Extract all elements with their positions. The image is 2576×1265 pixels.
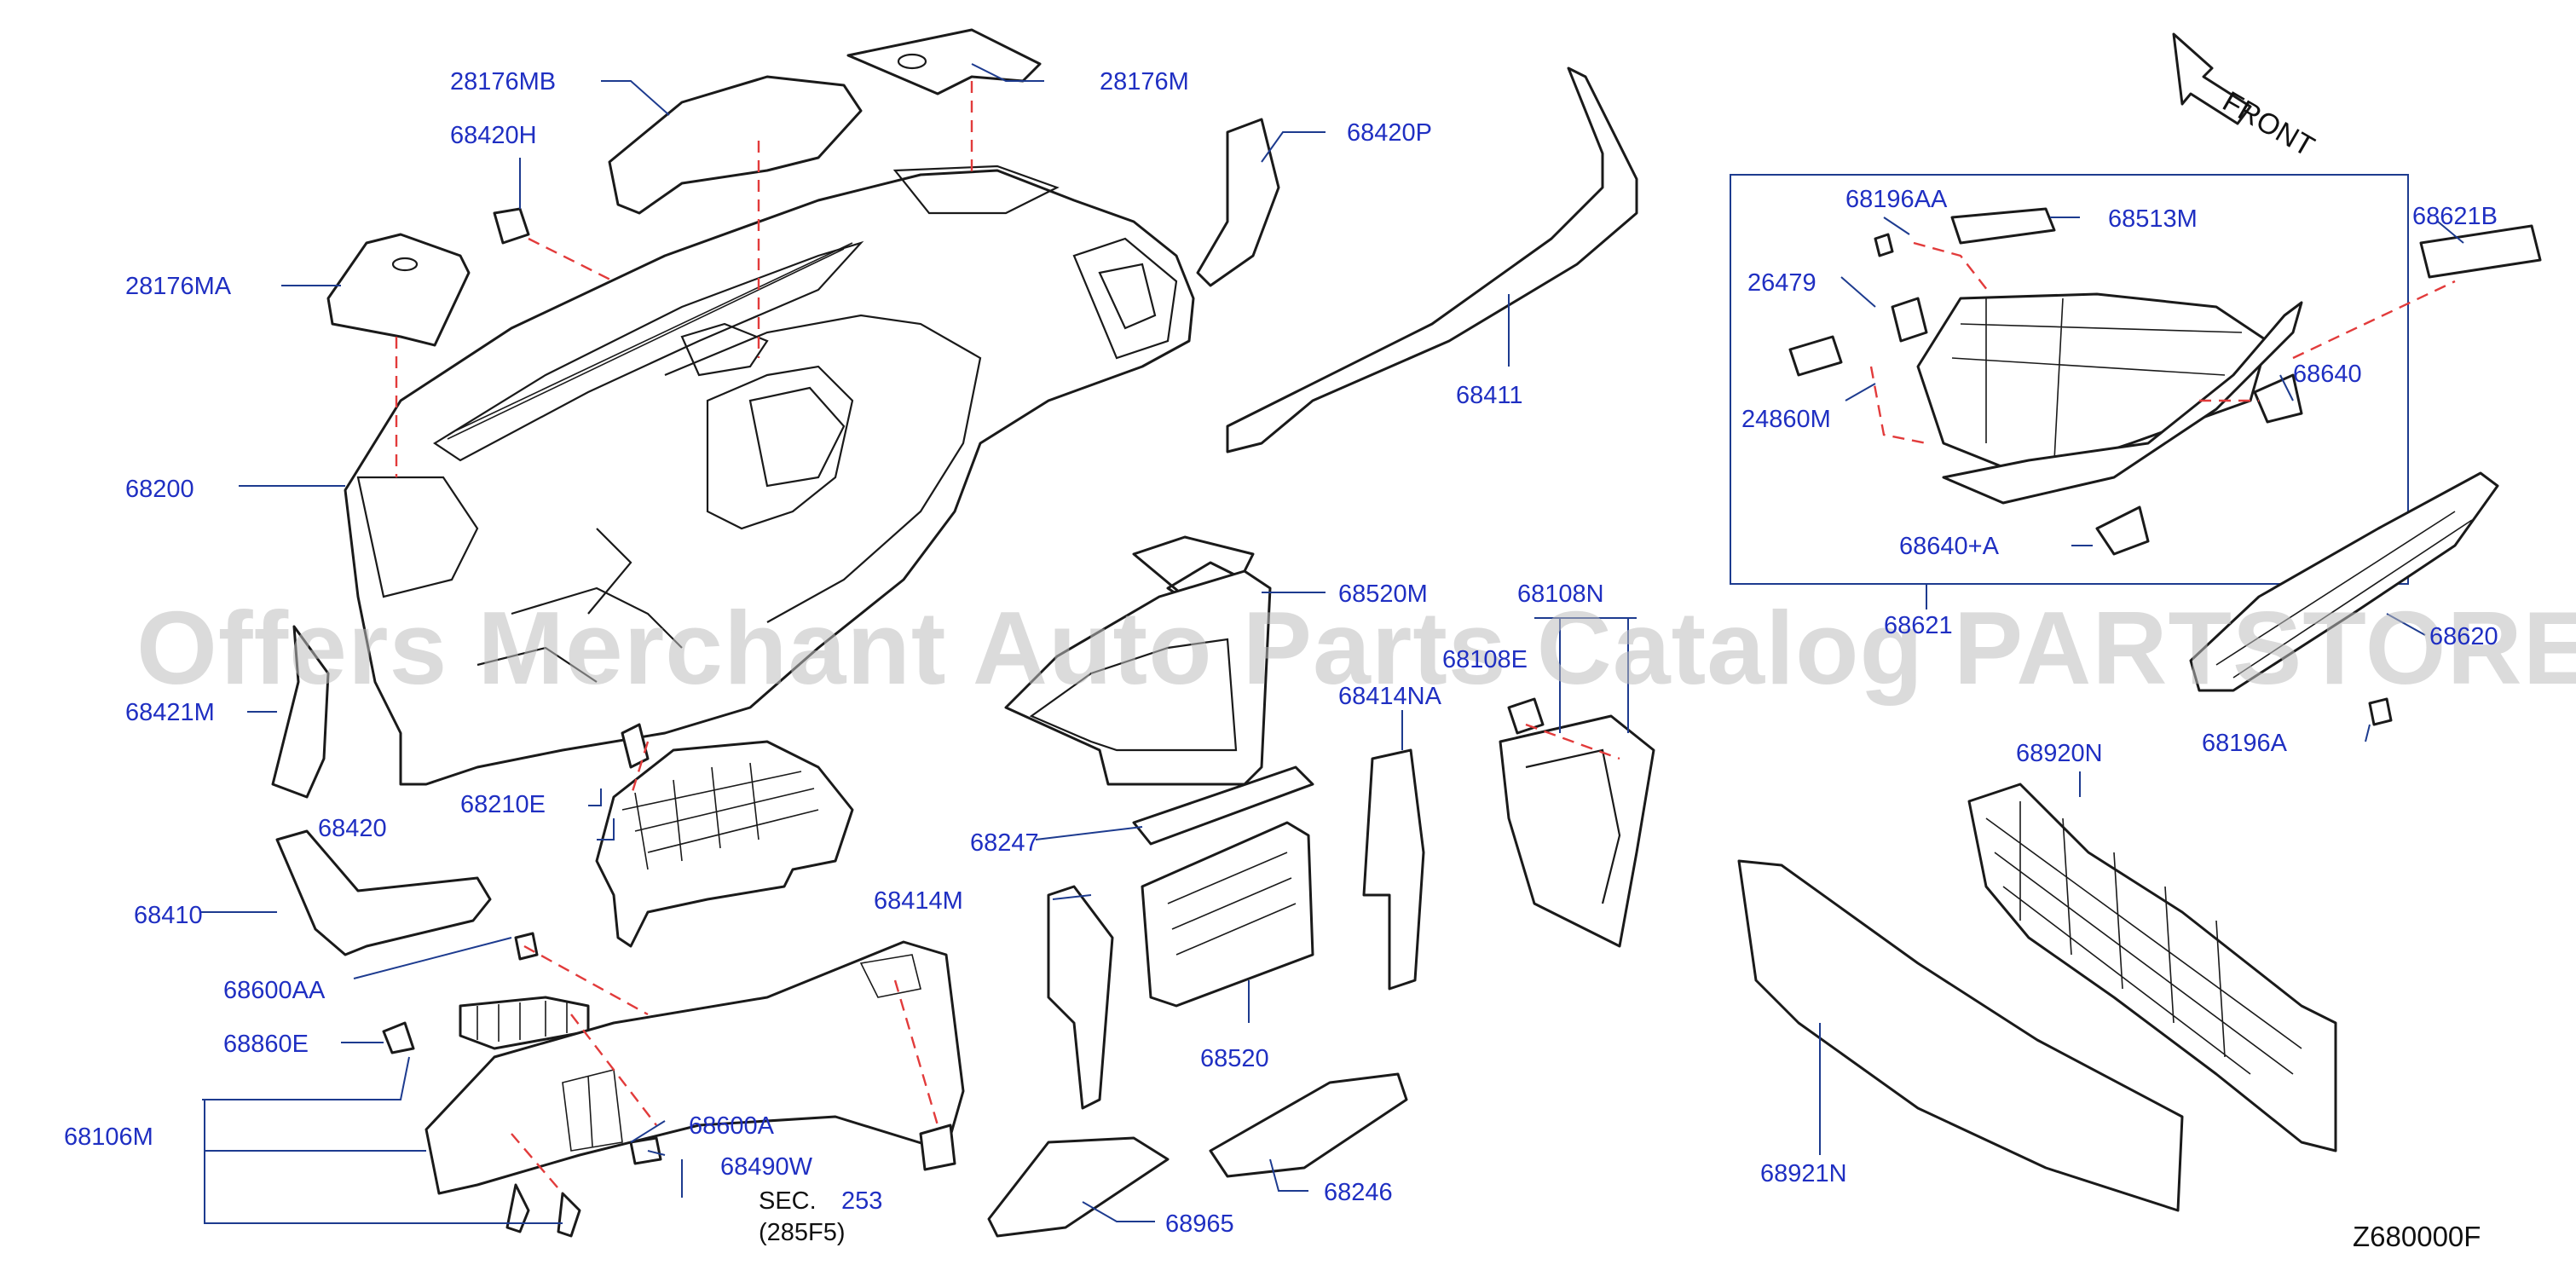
- leader-lines: [200, 63, 2464, 1224]
- part-label-68414NA[interactable]: 68414NA: [1338, 683, 1441, 710]
- part-label-68490W[interactable]: 68490W: [720, 1153, 813, 1181]
- top-covers-drawing: [326, 28, 1042, 347]
- part-label-68196AA[interactable]: 68196AA: [1845, 186, 1948, 213]
- part-label-68620[interactable]: 68620: [2429, 623, 2498, 650]
- part-label-68600A[interactable]: 68600A: [689, 1112, 774, 1140]
- right-mid-parts-drawing: [1499, 697, 1655, 948]
- part-label-68246[interactable]: 68246: [1324, 1179, 1393, 1206]
- front-arrow-icon: [2172, 32, 2252, 125]
- part-label-68513M[interactable]: 68513M: [2108, 205, 2198, 233]
- part-label-68600AA[interactable]: 68600AA: [223, 977, 326, 1004]
- part-label-68860E[interactable]: 68860E: [223, 1031, 309, 1058]
- part-label-68420[interactable]: 68420: [318, 815, 387, 842]
- part-label-68106M[interactable]: 68106M: [64, 1123, 153, 1151]
- glove-box-drawing: [1788, 207, 2542, 726]
- part-label-68640[interactable]: 68640: [2293, 361, 2362, 388]
- part-label-68196A[interactable]: 68196A: [2202, 730, 2287, 757]
- part-label-253[interactable]: 253: [841, 1187, 883, 1215]
- part-label-68108E[interactable]: 68108E: [1442, 646, 1528, 673]
- diagram-code: Z680000F: [2353, 1221, 2481, 1252]
- part-label-26479[interactable]: 26479: [1747, 269, 1816, 297]
- part-label-68640-plus-a[interactable]: 68640+A: [1899, 533, 1999, 560]
- part-label-68520M[interactable]: 68520M: [1338, 581, 1428, 608]
- part-label-68621[interactable]: 68621: [1884, 612, 1953, 639]
- watermark-text: Offers Merchant Auto Parts Catalog PARTS…: [136, 590, 2576, 706]
- part-label-28176M[interactable]: 28176M: [1100, 68, 1189, 95]
- instrument-panel-drawing: [344, 165, 1195, 786]
- lower-right-panels-drawing: [1737, 783, 2337, 1212]
- part-label-28176MB[interactable]: 28176MB: [450, 68, 557, 95]
- sec-ref-label: (285F5): [759, 1219, 846, 1246]
- part-label-68520[interactable]: 68520: [1200, 1045, 1269, 1072]
- part-label-68108N[interactable]: 68108N: [1517, 581, 1604, 608]
- part-label-68965[interactable]: 68965: [1165, 1210, 1234, 1238]
- left-parts-drawing: [271, 625, 965, 1238]
- part-label-68421M[interactable]: 68421M: [125, 699, 215, 726]
- part-label-68410[interactable]: 68410: [134, 902, 203, 929]
- center-parts-drawing: [987, 66, 1638, 1238]
- part-label-28176MA[interactable]: 28176MA: [125, 273, 232, 300]
- part-label-24860M[interactable]: 24860M: [1741, 406, 1831, 433]
- part-label-68200[interactable]: 68200: [125, 476, 194, 503]
- part-label-68247[interactable]: 68247: [970, 829, 1039, 857]
- part-label-68921N[interactable]: 68921N: [1760, 1160, 1847, 1187]
- glove-box-group-outline: [1730, 174, 2409, 585]
- assembly-lines: [395, 81, 2456, 1194]
- part-label-68420P[interactable]: 68420P: [1347, 119, 1432, 147]
- part-label-68621B[interactable]: 68621B: [2412, 203, 2498, 230]
- part-label-68420H[interactable]: 68420H: [450, 122, 537, 149]
- sec-label: SEC.: [759, 1187, 817, 1215]
- part-label-68210E[interactable]: 68210E: [460, 791, 546, 818]
- part-label-68411[interactable]: 68411: [1456, 382, 1523, 409]
- part-label-68920N[interactable]: 68920N: [2016, 740, 2103, 767]
- part-label-68414M[interactable]: 68414M: [874, 887, 963, 915]
